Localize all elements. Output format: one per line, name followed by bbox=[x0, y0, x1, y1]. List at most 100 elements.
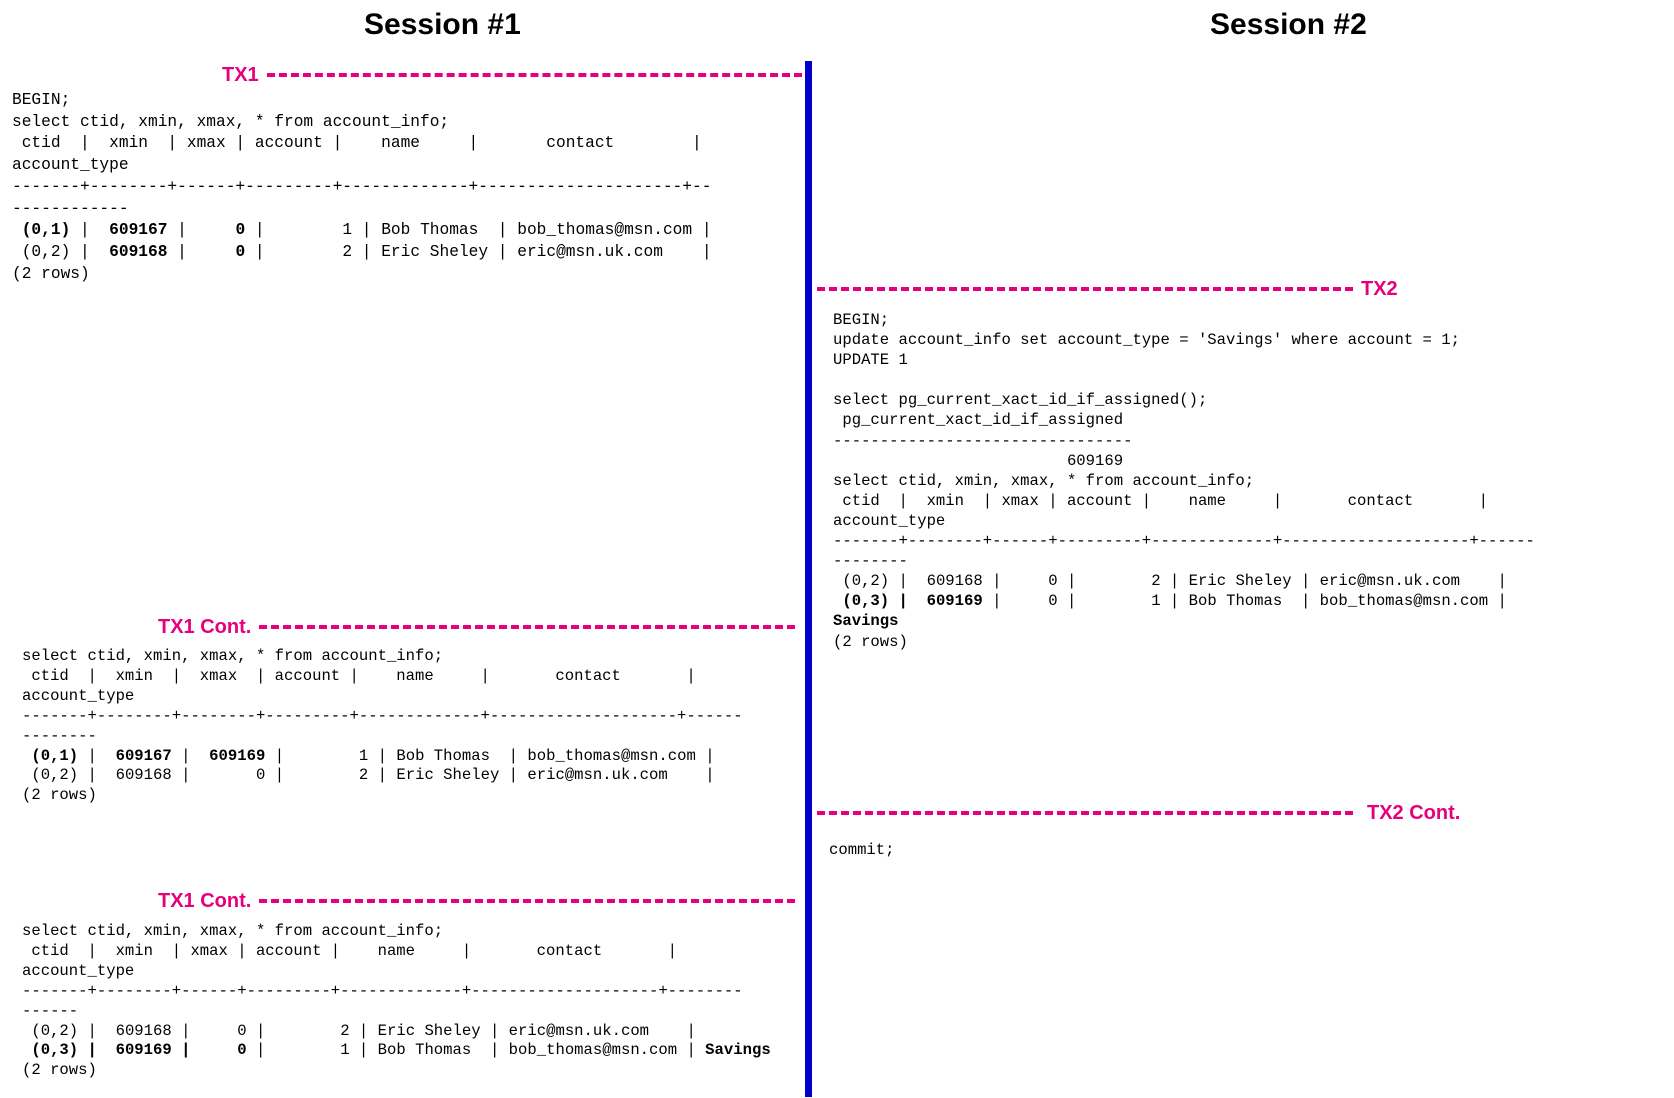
tx1-code-block: BEGIN;select ctid, xmin, xmax, * from ac… bbox=[12, 90, 712, 285]
table-row: (0,2) | 609168 | 0 | 2 | Eric Sheley | e… bbox=[833, 572, 1507, 591]
account-cell: 1 bbox=[274, 1041, 350, 1060]
code-line: select ctid, xmin, xmax, * from account_… bbox=[833, 471, 1255, 490]
tx2-dashed-line bbox=[817, 287, 1353, 291]
table-row: (0,2) | 609168 | 0 | 2 | Eric Sheley | e… bbox=[12, 242, 712, 261]
xmax-cell: 0 bbox=[1010, 592, 1058, 611]
column-header: ctid | xmin | xmax | account | name | co… bbox=[833, 491, 1489, 510]
xmin-cell: 609168 bbox=[106, 1021, 172, 1040]
name-cell: Eric Sheley bbox=[368, 1021, 490, 1040]
contact-cell: eric@msn.uk.com bbox=[499, 1021, 687, 1040]
tx2-cont-dashed-line bbox=[817, 811, 1353, 815]
xmax-cell: 0 bbox=[199, 1021, 247, 1040]
xmax-cell: 0 bbox=[1010, 572, 1058, 591]
account-cell: 1 bbox=[1085, 592, 1161, 611]
tx1-cont-final-code-block: select ctid, xmin, xmax, * from account_… bbox=[22, 922, 771, 1081]
separator-wrap: ------------ bbox=[12, 199, 129, 218]
code-line: select pg_current_xact_id_if_assigned(); bbox=[833, 391, 1208, 410]
account-cell: 2 bbox=[274, 1021, 350, 1040]
tx1-cont-label: TX1 Cont. bbox=[158, 615, 252, 638]
xmax-cell: 0 bbox=[199, 1041, 247, 1060]
separator-line: -------+--------+--------+---------+----… bbox=[22, 706, 743, 725]
tx1-cont-final-label: TX1 Cont. bbox=[158, 889, 252, 912]
table-row: (0,1) | 609167 | 0 | 1 | Bob Thomas | bo… bbox=[12, 221, 712, 240]
name-cell: Eric Sheley bbox=[1179, 572, 1301, 591]
separator-wrap: ------ bbox=[22, 1001, 79, 1020]
tx2-label: TX2 bbox=[1361, 277, 1398, 300]
account-cell: 2 bbox=[1085, 572, 1161, 591]
separator-wrap: -------- bbox=[833, 552, 908, 571]
contact-cell: eric@msn.uk.com bbox=[507, 242, 702, 261]
ctid-cell: (0,3) bbox=[22, 1041, 79, 1060]
xmin-cell: 609168 bbox=[917, 572, 983, 591]
xmax-cell: 609169 bbox=[199, 746, 266, 765]
ctid-cell: (0,3) bbox=[833, 592, 890, 611]
separator-wrap: -------- bbox=[22, 726, 97, 745]
code-line: select ctid, xmin, xmax, * from account_… bbox=[12, 112, 450, 131]
column-header: ctid | xmin | xmax | account | name | co… bbox=[22, 941, 678, 960]
row-end: | bbox=[705, 766, 715, 785]
tx1-cont-code-block: select ctid, xmin, xmax, * from account_… bbox=[22, 647, 743, 806]
table-row: (0,3) | 609169 | 0 | 1 | Bob Thomas | bo… bbox=[22, 1041, 771, 1060]
session-2-title: Session #2 bbox=[1210, 8, 1367, 41]
account-cell: 2 bbox=[274, 242, 353, 261]
name-cell: Bob Thomas bbox=[371, 221, 498, 240]
row-count: (2 rows) bbox=[12, 264, 90, 283]
ctid-cell: (0,2) bbox=[833, 572, 890, 591]
separator-line: -------+--------+------+---------+------… bbox=[12, 177, 712, 196]
tx2-marker: TX2 bbox=[817, 276, 1398, 302]
code-line: select ctid, xmin, xmax, * from account_… bbox=[22, 922, 444, 940]
contact-cell: bob_thomas@msn.com bbox=[518, 746, 706, 765]
xmin-cell: 609169 bbox=[106, 1041, 172, 1060]
account-cell: 2 bbox=[293, 766, 369, 785]
xact-id-value: 609169 bbox=[833, 451, 1124, 470]
tx1-cont-final-marker: TX1 Cont. bbox=[158, 888, 796, 914]
ctid-cell: (0,1) bbox=[22, 746, 79, 765]
tx1-label: TX1 bbox=[222, 63, 259, 86]
tx1-cont-marker: TX1 Cont. bbox=[158, 614, 796, 640]
xmin-cell: 609167 bbox=[99, 221, 168, 240]
xmin-cell: 609168 bbox=[106, 766, 172, 785]
code-line: update account_info set account_type = '… bbox=[833, 331, 1460, 350]
table-row: (0,2) | 609168 | 0 | 2 | Eric Sheley | e… bbox=[22, 1021, 696, 1040]
table-row: (0,1) | 609167 | 609169 | 1 | Bob Thomas… bbox=[22, 746, 715, 765]
account-cell: 1 bbox=[293, 746, 369, 765]
column-header: ctid | xmin | xmax | account | name | co… bbox=[22, 666, 696, 685]
separator-line: -------+--------+------+---------+------… bbox=[833, 532, 1535, 551]
xmax-cell: 0 bbox=[196, 221, 246, 240]
row-end: | bbox=[1497, 592, 1507, 611]
code-line: UPDATE 1 bbox=[833, 351, 908, 370]
row-end: | bbox=[701, 242, 712, 261]
xmin-cell: 609169 bbox=[917, 592, 983, 611]
ctid-cell: (0,2) bbox=[12, 242, 71, 261]
tx1-marker: TX1 bbox=[222, 62, 802, 88]
commit-line: commit; bbox=[829, 841, 895, 859]
column-header: pg_current_xact_id_if_assigned bbox=[833, 411, 1124, 430]
tx2-cont-marker: TX2 Cont. bbox=[817, 800, 1460, 826]
tx2-cont-code-block: commit; bbox=[829, 841, 895, 859]
row-count: (2 rows) bbox=[22, 1061, 97, 1080]
row-end: | bbox=[1497, 572, 1507, 591]
column-header-wrap: account_type bbox=[833, 511, 946, 530]
contact-cell: bob_thomas@msn.com bbox=[499, 1041, 687, 1060]
column-header-wrap: account_type bbox=[22, 686, 135, 705]
ctid-cell: (0,2) bbox=[22, 766, 79, 785]
xmin-cell: 609168 bbox=[99, 242, 168, 261]
column-header: ctid | xmin | xmax | account | name | co… bbox=[12, 134, 702, 153]
name-cell: Bob Thomas bbox=[387, 746, 509, 765]
column-header-wrap: account_type bbox=[22, 961, 135, 980]
ctid-cell: (0,1) bbox=[12, 221, 71, 240]
name-cell: Bob Thomas bbox=[1179, 592, 1301, 611]
contact-cell: eric@msn.uk.com bbox=[518, 766, 706, 785]
session-1-title: Session #1 bbox=[364, 8, 521, 41]
column-header-wrap: account_type bbox=[12, 156, 129, 175]
name-cell: Eric Sheley bbox=[371, 242, 498, 261]
session-divider bbox=[805, 61, 812, 1097]
separator-line: -------------------------------- bbox=[833, 431, 1133, 450]
account-cell: 1 bbox=[274, 221, 353, 240]
xmax-cell: 0 bbox=[196, 242, 246, 261]
name-cell: Eric Sheley bbox=[387, 766, 509, 785]
row-count: (2 rows) bbox=[22, 786, 97, 805]
tx2-code-block: BEGIN;update account_info set account_ty… bbox=[833, 310, 1535, 652]
row-end: | bbox=[705, 746, 715, 765]
contact-cell: eric@msn.uk.com bbox=[1310, 572, 1498, 591]
